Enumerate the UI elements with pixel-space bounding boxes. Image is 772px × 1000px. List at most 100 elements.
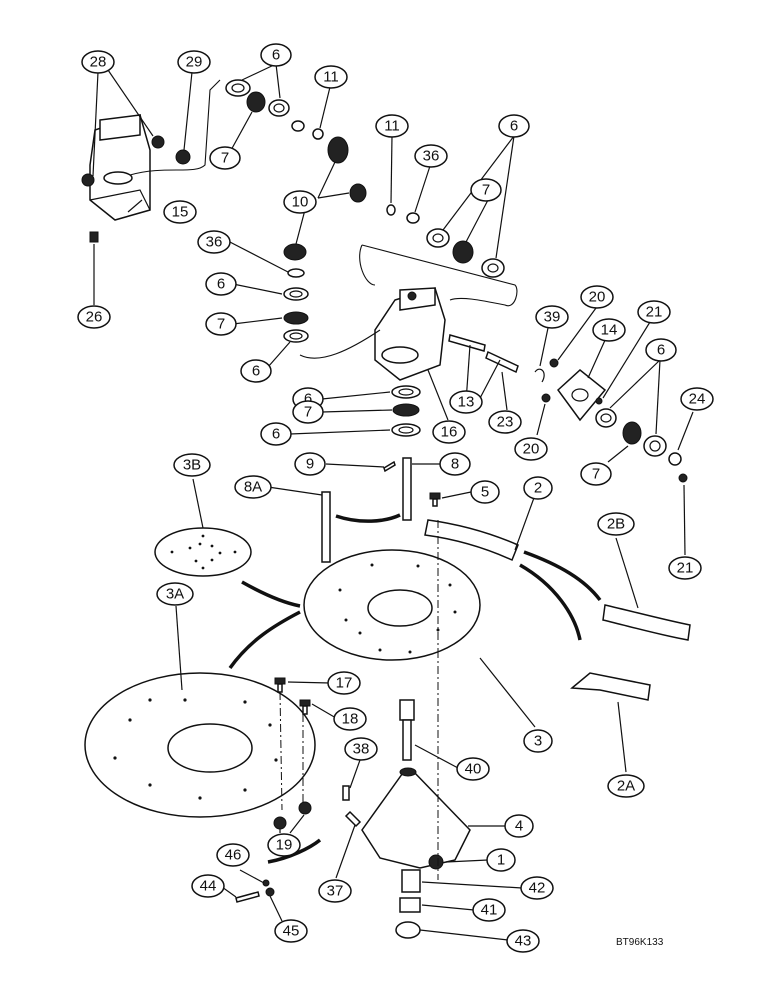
- svg-text:6: 6: [657, 342, 665, 359]
- callout-2: 2: [523, 476, 553, 500]
- callout-24: 24: [680, 387, 714, 411]
- callout-6: 6: [498, 114, 530, 138]
- callout-7: 7: [205, 312, 237, 336]
- svg-text:14: 14: [601, 322, 618, 339]
- part-6-race-left-b: [283, 329, 309, 343]
- part-3-disc: [303, 549, 481, 661]
- part-7-bearing-low: [392, 403, 420, 417]
- callout-6: 6: [260, 43, 292, 67]
- part-41-bushing: [399, 897, 421, 913]
- part-44-bolt: [235, 891, 260, 903]
- callout-17: 17: [327, 671, 361, 695]
- part-6-race-top-a: [225, 79, 251, 97]
- callout-14: 14: [592, 318, 626, 342]
- part-10-gear-b: [349, 183, 367, 203]
- svg-text:16: 16: [441, 424, 458, 441]
- svg-text:18: 18: [342, 711, 359, 728]
- callout-7: 7: [470, 178, 502, 202]
- part-7-bearing-top: [246, 91, 266, 113]
- part-37-pin: [344, 810, 362, 828]
- svg-text:36: 36: [206, 234, 223, 251]
- part-11-spacer-mid: [386, 204, 396, 216]
- callout-40: 40: [456, 757, 490, 781]
- part-28-bolt: [151, 135, 165, 149]
- svg-text:9: 9: [306, 456, 314, 473]
- part-2B-knife-guard: [602, 604, 691, 641]
- part-19-nut-a: [273, 816, 287, 830]
- callout-45: 45: [274, 919, 308, 943]
- part-14-plate: [556, 369, 607, 422]
- part-10-gear-a: [327, 136, 349, 164]
- callout-21: 21: [668, 556, 702, 580]
- part-17-bolt: [274, 677, 286, 693]
- callout-28: 28: [81, 50, 115, 74]
- part-20-nut-lower: [541, 393, 551, 403]
- callout-6: 6: [260, 422, 292, 446]
- part-7-bearing-right: [622, 421, 642, 445]
- part-45-nut: [265, 887, 275, 897]
- callout-41: 41: [472, 898, 506, 922]
- part-3B-disc: [154, 527, 252, 577]
- part-15-bracket: [81, 114, 151, 221]
- callout-6: 6: [240, 359, 272, 383]
- part-3A-disc: [84, 672, 316, 818]
- svg-text:44: 44: [200, 878, 217, 895]
- svg-text:20: 20: [589, 289, 606, 306]
- svg-text:2A: 2A: [617, 778, 635, 795]
- svg-text:24: 24: [689, 391, 706, 408]
- part-24-washer: [668, 452, 682, 466]
- svg-text:8A: 8A: [244, 479, 262, 496]
- svg-text:40: 40: [465, 761, 482, 778]
- callout-11: 11: [375, 114, 409, 138]
- callout-3A: 3A: [156, 582, 194, 606]
- svg-text:3B: 3B: [183, 457, 201, 474]
- callout-11: 11: [314, 65, 348, 89]
- callout-5: 5: [470, 480, 500, 504]
- part-2A-skid: [570, 672, 651, 701]
- callout-7: 7: [209, 146, 241, 170]
- callout-21: 21: [637, 300, 671, 324]
- part-11-spacer-top: [312, 128, 324, 140]
- callout-46: 46: [216, 843, 250, 867]
- part-40-hub-shaft: [399, 699, 415, 761]
- callout-8: 8: [439, 452, 471, 476]
- svg-text:21: 21: [646, 304, 663, 321]
- part-21-nut-upper: [595, 397, 603, 405]
- center-lines: [279, 520, 439, 880]
- callout-9: 9: [294, 452, 326, 476]
- part-42-bushing: [401, 869, 421, 893]
- svg-text:37: 37: [327, 883, 344, 900]
- leader-lines: [92, 63, 694, 941]
- callout-20: 20: [514, 437, 548, 461]
- svg-text:6: 6: [510, 118, 518, 135]
- part-6-race-low-b: [391, 423, 421, 437]
- svg-text:8: 8: [451, 456, 459, 473]
- group-arcs: [228, 513, 602, 864]
- svg-text:4: 4: [515, 818, 523, 835]
- callout-6: 6: [205, 272, 237, 296]
- svg-text:6: 6: [217, 276, 225, 293]
- part-6-race-right-b: [643, 435, 667, 457]
- part-19-nut-b: [298, 801, 312, 815]
- part-13-shaft: [448, 334, 486, 352]
- part-6-race-mid-a: [426, 228, 450, 248]
- svg-text:42: 42: [529, 880, 546, 897]
- svg-text:23: 23: [497, 414, 514, 431]
- svg-text:46: 46: [225, 847, 242, 864]
- svg-text:1: 1: [497, 852, 505, 869]
- callout-3B: 3B: [173, 453, 211, 477]
- svg-text:21: 21: [677, 560, 694, 577]
- part-16-gearbox-housing: [374, 287, 446, 381]
- svg-text:2B: 2B: [607, 516, 625, 533]
- svg-text:19: 19: [276, 837, 293, 854]
- svg-text:7: 7: [482, 182, 490, 199]
- callout-18: 18: [333, 707, 367, 731]
- part-9-pin: [383, 460, 396, 473]
- part-6-race-mid-b: [481, 258, 505, 278]
- callout-44: 44: [191, 874, 225, 898]
- callout-7: 7: [580, 462, 612, 486]
- svg-text:7: 7: [304, 404, 312, 421]
- callout-4: 4: [504, 814, 534, 838]
- svg-text:26: 26: [86, 309, 103, 326]
